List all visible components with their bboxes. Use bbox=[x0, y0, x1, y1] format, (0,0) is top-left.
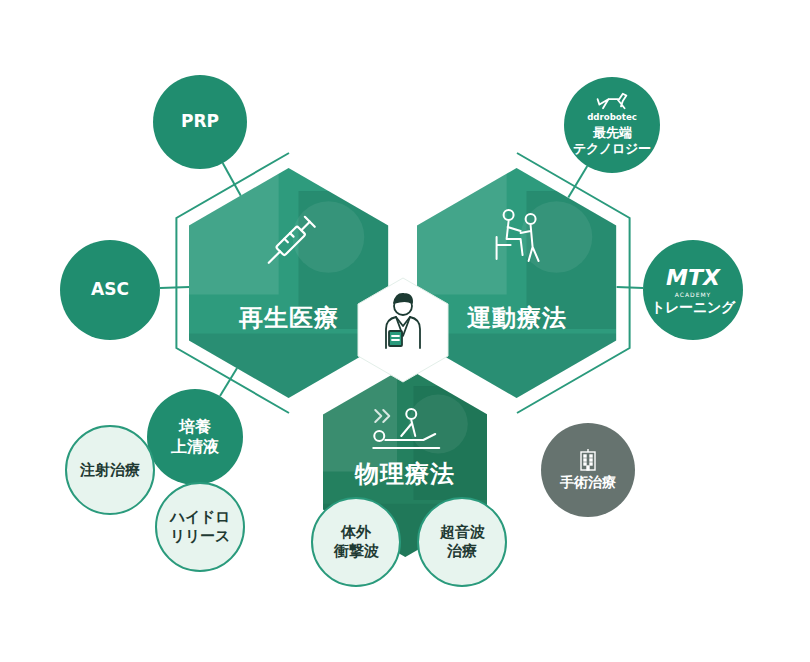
center-hex-shape bbox=[358, 278, 448, 382]
node-text: ハイドロ リリース bbox=[170, 508, 230, 546]
node-text: 超音波 治療 bbox=[440, 523, 485, 561]
connector-line bbox=[160, 287, 189, 288]
connector-line bbox=[220, 368, 237, 396]
node-text: ASC bbox=[91, 279, 129, 300]
category-circle: 超音波 治療 bbox=[417, 497, 507, 587]
node-text: ACADEMY bbox=[675, 291, 712, 299]
text-group: 手術治療 bbox=[560, 448, 616, 492]
connector-line bbox=[568, 166, 587, 198]
category-circle: ハイドロ リリース bbox=[155, 482, 245, 572]
node-text: 手術治療 bbox=[560, 474, 616, 492]
node-text: 再生医療 bbox=[239, 303, 339, 333]
category-circle: 体外 衝撃波 bbox=[311, 497, 401, 587]
deer-icon bbox=[594, 92, 630, 110]
category-circle: 培養 上清液 bbox=[147, 389, 243, 485]
category-circle: 手術治療 bbox=[541, 423, 635, 517]
node-text: 注射治療 bbox=[80, 461, 140, 480]
node-text: トレーニング bbox=[651, 299, 735, 317]
text-group: ddrobotec 最先端 テクノロジー bbox=[573, 92, 651, 158]
text-group: 体外 衝撃波 bbox=[334, 523, 379, 561]
node-text: 最先端 テクノロジー bbox=[573, 125, 651, 159]
treatment-hexagon: 再生医療 bbox=[189, 168, 388, 398]
text-group: 再生医療 bbox=[189, 303, 388, 333]
node-text: MTX bbox=[666, 264, 720, 292]
category-circle: MTXACADEMYトレーニング bbox=[643, 240, 743, 340]
category-circle: ddrobotec 最先端 テクノロジー bbox=[564, 77, 660, 173]
connector-line bbox=[223, 163, 241, 196]
node-text: ddrobotec bbox=[587, 112, 637, 123]
text-group: PRP bbox=[181, 111, 219, 132]
hex-icon bbox=[497, 210, 539, 261]
node-text: 物理療法 bbox=[355, 459, 455, 489]
doctor-icon bbox=[386, 294, 420, 348]
text-group: ハイドロ リリース bbox=[170, 508, 230, 546]
connector-line bbox=[617, 287, 643, 288]
category-circle: 注射治療 bbox=[65, 425, 155, 515]
node-text: PRP bbox=[181, 111, 219, 132]
hexagon-shape bbox=[417, 168, 616, 398]
text-group: 培養 上清液 bbox=[171, 417, 219, 457]
text-group: 運動療法 bbox=[417, 303, 616, 333]
text-group: 注射治療 bbox=[80, 461, 140, 480]
hex-icon bbox=[264, 217, 315, 268]
category-circle: ASC bbox=[60, 240, 160, 340]
category-circle: PRP bbox=[153, 75, 247, 169]
hex-icon bbox=[373, 409, 439, 448]
node-text: 運動療法 bbox=[467, 303, 567, 333]
node-text: 培養 上清液 bbox=[171, 417, 219, 457]
text-group: 物理療法 bbox=[323, 459, 488, 489]
hexagon-shape bbox=[189, 168, 388, 398]
text-group: ASC bbox=[91, 279, 129, 300]
text-group: MTXACADEMYトレーニング bbox=[651, 264, 735, 317]
text-group: 超音波 治療 bbox=[440, 523, 485, 561]
hospital-icon bbox=[576, 448, 600, 472]
node-text: 体外 衝撃波 bbox=[334, 523, 379, 561]
treatment-hexagon: 運動療法 bbox=[417, 168, 616, 398]
